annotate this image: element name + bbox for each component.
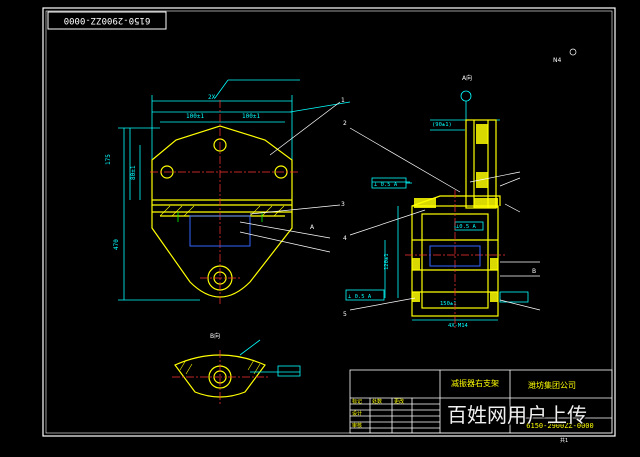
- svg-text:150±1: 150±1: [440, 301, 457, 307]
- svg-text:80±1: 80±1: [130, 165, 137, 180]
- svg-text:4X-M14: 4X-M14: [448, 323, 469, 329]
- front-view: 2X 100±1 100±1 175 80±1 470: [105, 79, 351, 305]
- svg-text:⊥ 0.5 A: ⊥ 0.5 A: [374, 182, 398, 188]
- svg-text:处数: 处数: [372, 398, 382, 405]
- leader-label-b: B: [532, 268, 536, 275]
- svg-text:标记: 标记: [352, 398, 362, 405]
- svg-text:更改: 更改: [394, 398, 404, 405]
- svg-text:设计: 设计: [352, 410, 362, 417]
- svg-text:100±1: 100±1: [186, 113, 204, 120]
- drawing-code-top: 6150-2900ZZ-0000: [64, 15, 151, 25]
- svg-text:⊥ 0.5 A: ⊥ 0.5 A: [348, 294, 372, 300]
- leader-label-2: 2: [343, 120, 347, 127]
- svg-text:2X: 2X: [208, 94, 216, 101]
- leader-label-5: 5: [343, 311, 347, 318]
- svg-text:120±1: 120±1: [384, 253, 390, 270]
- drawing-code-block: 6150-2900ZZ-0000: [526, 422, 593, 430]
- svg-text:470: 470: [113, 239, 120, 250]
- svg-text:175: 175: [105, 154, 112, 165]
- part-name: 减振器右支架: [451, 378, 499, 388]
- company-name: 潍坊集团公司: [528, 380, 576, 390]
- leader-label-3: 3: [341, 201, 345, 208]
- svg-text:(90±1): (90±1): [432, 122, 452, 128]
- title-block: [349, 369, 613, 434]
- detail-view: B向: [172, 332, 301, 404]
- note-n4: N4: [553, 57, 561, 64]
- side-view: A向 (90±1) ⊥ 0.5 A ⊥0.5 A ⊥ 0.5 A 150±1 4…: [343, 48, 577, 330]
- sheet-count: 共1: [560, 437, 568, 444]
- svg-text:审核: 审核: [352, 422, 362, 429]
- drawing-code-box: 6150-2900ZZ-0000: [47, 11, 167, 30]
- watermark-text: 百姓网用户上传: [447, 403, 587, 427]
- section-label: B向: [210, 332, 220, 340]
- leader-label-a: A: [310, 224, 315, 231]
- leader-label-1: 1: [341, 97, 345, 104]
- drawing-frame: [42, 7, 616, 437]
- svg-text:⊥0.5 A: ⊥0.5 A: [456, 224, 477, 230]
- svg-text:100±1: 100±1: [242, 113, 260, 120]
- leader-label-4: 4: [343, 235, 347, 242]
- view-a-label: A向: [462, 74, 472, 82]
